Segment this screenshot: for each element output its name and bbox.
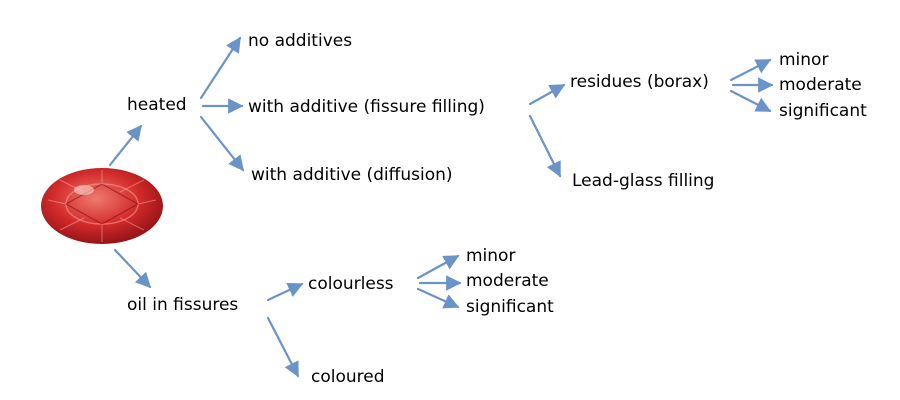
arrow-residues-to-minor — [729, 58, 772, 82]
label-oil-significant: significant — [466, 297, 554, 317]
arrow-colourless-to-minor — [416, 254, 460, 280]
label-oil-in-fissures: oil in fissures — [127, 295, 238, 315]
ruby-gem-image — [41, 168, 163, 244]
gem-crown-facets — [47, 170, 157, 242]
arrow-fissure-to-residues — [528, 83, 566, 106]
label-residue-minor: minor — [779, 50, 828, 70]
arrow-heated-to-diffusion — [199, 115, 245, 172]
labels: heated no additives with additive (fissu… — [127, 31, 867, 387]
label-heated: heated — [127, 95, 187, 115]
label-fissure-filling: with additive (fissure filling) — [248, 97, 485, 117]
arrow-residues-to-significant — [729, 89, 772, 113]
arrow-oil-to-colourless — [266, 282, 304, 302]
label-lead-glass: Lead-glass filling — [572, 171, 714, 191]
gem-highlight — [74, 185, 94, 195]
arrows — [108, 36, 774, 378]
gem-body — [41, 168, 163, 244]
label-residue-moderate: moderate — [779, 75, 862, 95]
label-residues: residues (borax) — [570, 72, 709, 92]
arrow-fissure-to-lead-glass — [528, 114, 562, 178]
arrow-gem-to-oil — [113, 248, 152, 289]
label-oil-moderate: moderate — [466, 271, 549, 291]
label-colourless: colourless — [308, 274, 394, 294]
arrow-oil-to-coloured — [266, 316, 300, 378]
label-no-additives: no additives — [248, 31, 352, 51]
arrow-gem-to-heated — [108, 124, 143, 167]
arrow-heated-to-no-additives — [199, 36, 242, 100]
label-oil-minor: minor — [466, 246, 515, 266]
arrow-colourless-to-significant — [416, 287, 460, 309]
label-diffusion: with additive (diffusion) — [251, 165, 453, 185]
label-coloured: coloured — [311, 367, 385, 387]
label-residue-significant: significant — [779, 101, 867, 121]
